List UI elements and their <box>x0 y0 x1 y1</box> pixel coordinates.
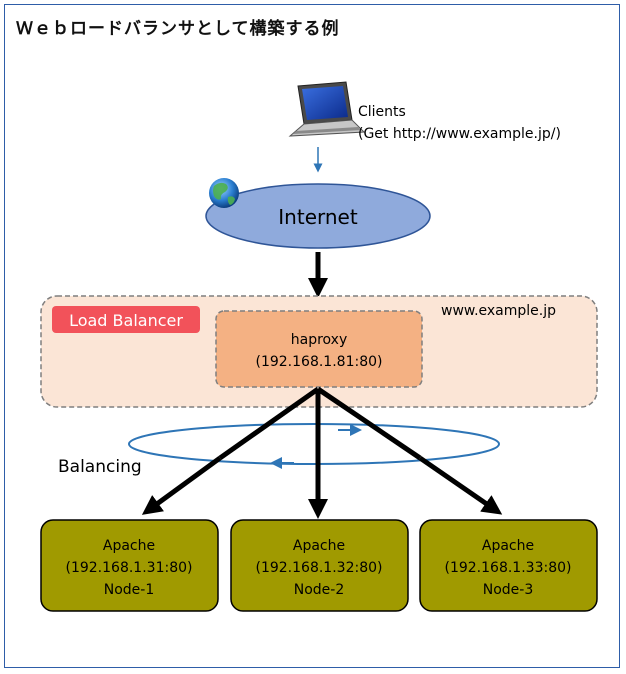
node-server: Apache <box>103 538 155 554</box>
balancing-ring <box>128 423 500 465</box>
arrow-to-node-3 <box>418 455 503 515</box>
haproxy-name: haproxy <box>291 332 348 348</box>
haproxy-box <box>215 310 423 388</box>
node-name: Node-1 <box>104 582 155 598</box>
load-balancer-badge-label: Load Balancer <box>69 311 183 330</box>
diagram-frame <box>4 4 620 668</box>
node-address: (192.168.1.32:80) <box>256 560 383 576</box>
node-address: (192.168.1.31:80) <box>66 560 193 576</box>
node-server: Apache <box>482 538 534 554</box>
arrow-to-node-1 <box>141 455 222 515</box>
node-box: Apache (192.168.1.31:80) Node-1 <box>40 519 219 612</box>
node-box: Apache (192.168.1.33:80) Node-3 <box>419 519 598 612</box>
internet-cloud <box>205 183 431 249</box>
clients-label: Clients <box>358 104 406 120</box>
node-address: (192.168.1.33:80) <box>445 560 572 576</box>
node-server: Apache <box>293 538 345 554</box>
laptop-icon <box>288 81 366 137</box>
distribution-lines <box>218 386 422 461</box>
diagram-title: Ｗｅｂロードバランサとして構築する例 <box>16 19 340 39</box>
load-balancer-badge <box>52 306 200 333</box>
globe-icon <box>209 178 239 208</box>
clients-request: (Get http://www.example.jp/) <box>358 126 561 142</box>
node-box: Apache (192.168.1.32:80) Node-2 <box>230 519 409 612</box>
node-name: Node-3 <box>483 582 534 598</box>
lb-domain-label: www.example.jp <box>441 303 556 319</box>
haproxy-address: (192.168.1.81:80) <box>256 354 383 370</box>
internet-label: Internet <box>278 205 358 229</box>
node-name: Node-2 <box>294 582 345 598</box>
balancing-label: Balancing <box>58 457 142 477</box>
